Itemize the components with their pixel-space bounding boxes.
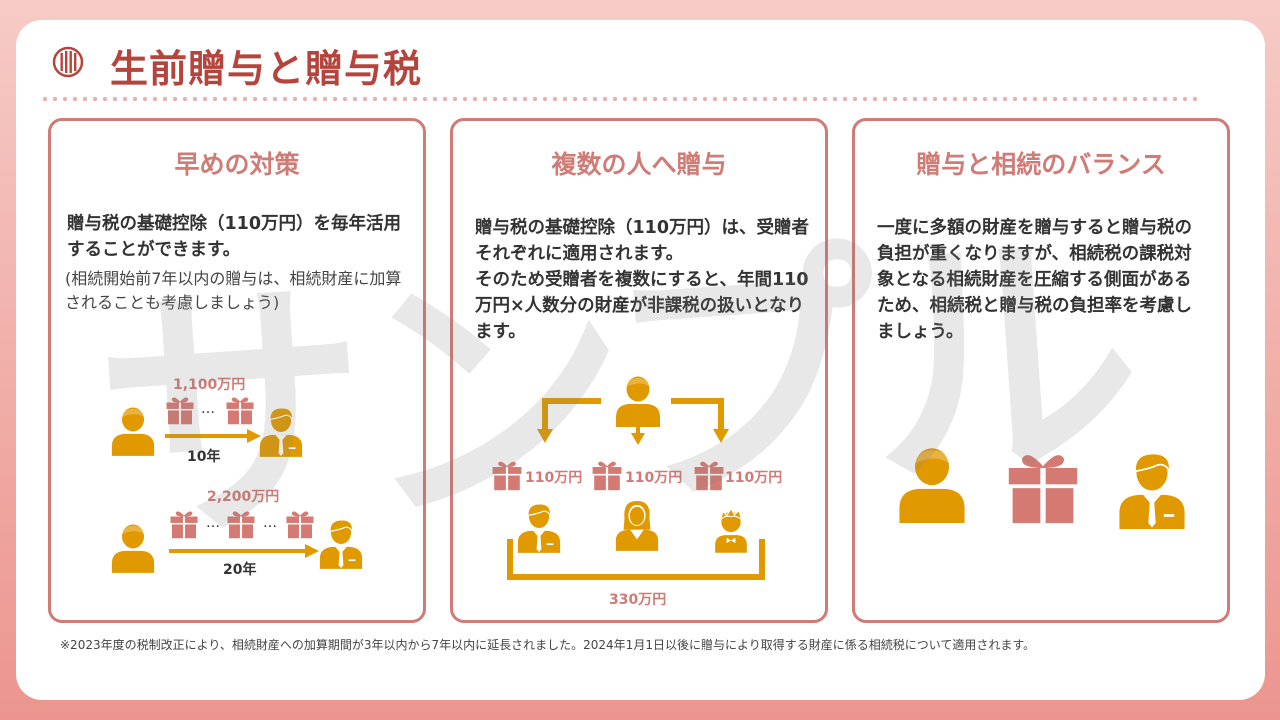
- gift-icon: [285, 509, 315, 539]
- panel-title: 複数の人へ贈与: [551, 150, 727, 179]
- slide: 生前贈与と贈与税 早めの対策 贈与税の基礎控除（110万円）を毎年活用することが…: [16, 20, 1265, 700]
- panel-multiple-recipients: 複数の人へ贈与 贈与税の基礎控除（110万円）は、受贈者それぞれに適用されます。…: [450, 118, 828, 623]
- panel-text-1: 贈与税の基礎控除（110万円）は、受贈者それぞれに適用されます。: [475, 218, 810, 264]
- ellipsis: …: [201, 401, 215, 417]
- giver-person-icon: [109, 521, 157, 573]
- panel-text: 一度に多額の財産を贈与すると贈与税の負担が重くなりますが、相続税の課税対象となる…: [877, 218, 1192, 342]
- giver-person-icon: [109, 404, 157, 456]
- panel-text: 贈与税の基礎控除（110万円）を毎年活用することができます。: [67, 214, 402, 260]
- arrow-right-icon: [169, 544, 319, 558]
- gift-icon: [693, 459, 725, 491]
- total-bracket: [507, 539, 765, 580]
- panel-early-measures: 早めの対策 贈与税の基礎控除（110万円）を毎年活用することができます。 (相続…: [48, 118, 426, 623]
- distribution-arrows-icon: [537, 398, 729, 445]
- footnote: ※2023年度の税制改正により、相続財産への加算期間が3年以内から7年以内に延長…: [60, 638, 1036, 652]
- gift-icon: [226, 509, 256, 539]
- gift-icon: [169, 509, 199, 539]
- gift-icon: [491, 459, 523, 491]
- amount-label-10y: 1,100万円: [173, 377, 246, 393]
- panel-gift-inheritance-balance: 贈与と相続のバランス 一度に多額の財産を贈与すると贈与税の負担が重くなりますが、…: [852, 118, 1230, 623]
- panel-text-2: そのため受贈者を複数にすると、年間110万円×人数分の財産が非課税の扱いとなりま…: [475, 270, 809, 342]
- dotted-divider: [40, 96, 1198, 102]
- striped-circle-icon: [52, 46, 84, 78]
- panel-title: 贈与と相続のバランス: [916, 150, 1166, 179]
- page-title: 生前贈与と贈与税: [110, 47, 423, 91]
- panel-title: 早めの対策: [174, 150, 300, 179]
- arrow-right-icon: [165, 429, 261, 443]
- ellipsis: …: [206, 515, 220, 531]
- gift-amount-label: 110万円: [525, 470, 583, 486]
- years-label-20: 20年: [223, 562, 257, 578]
- receiver-suit-icon: [317, 517, 365, 569]
- receiver-suit-icon: [257, 405, 305, 457]
- total-amount-label: 330万円: [609, 592, 667, 608]
- years-label-10: 10年: [187, 449, 221, 465]
- gift-icon: [591, 459, 623, 491]
- ellipsis: …: [263, 515, 277, 531]
- gift-amount-label: 110万円: [725, 470, 783, 486]
- gift-icon: [1005, 445, 1081, 529]
- suit-person-icon: [1115, 447, 1189, 531]
- gift-icon: [225, 395, 255, 425]
- panel-subtext: (相続開始前7年以内の贈与は、相続財産に加算されることも考慮しましょう): [65, 269, 402, 312]
- person-icon: [895, 443, 969, 523]
- gift-amount-label: 110万円: [625, 470, 683, 486]
- gift-icon: [165, 395, 195, 425]
- amount-label-20y: 2,200万円: [207, 489, 280, 505]
